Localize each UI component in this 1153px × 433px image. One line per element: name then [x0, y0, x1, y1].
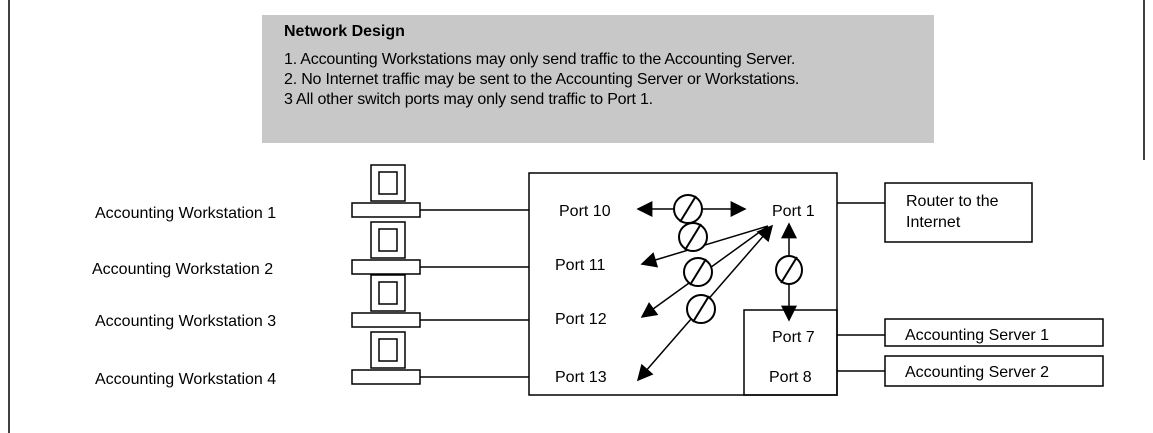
blocked-traffic-icon	[683, 257, 713, 287]
workstation-4-computer-icon	[351, 331, 421, 385]
workstation-cables	[420, 209, 529, 378]
port-8-label: Port 8	[769, 369, 812, 386]
blocked-traffic-icon	[686, 294, 716, 324]
router-label-line1: Router to the	[906, 193, 999, 210]
workstation-label-2: Accounting Workstation 2	[92, 261, 273, 278]
port-7-label: Port 7	[772, 329, 815, 346]
server-2-box	[884, 355, 1104, 387]
workstation-2-computer-icon	[351, 221, 421, 275]
blocked-traffic-icon	[678, 222, 708, 252]
blocked-traffic-icon	[775, 255, 803, 285]
server-1-label: Accounting Server 1	[905, 327, 1049, 344]
router-box	[884, 182, 1033, 243]
design-rule-2: 2. No Internet traffic may be sent to th…	[284, 71, 800, 88]
port-13-label: Port 13	[555, 369, 607, 386]
workstation-label-1: Accounting Workstation 1	[95, 205, 276, 222]
port-11-label: Port 11	[555, 257, 606, 274]
workstation-label-4: Accounting Workstation 4	[95, 371, 276, 388]
server-1-box	[884, 318, 1104, 347]
design-rule-3: 3 All other switch ports may only send t…	[284, 91, 653, 108]
port-12-label: Port 12	[555, 311, 607, 328]
server-2-label: Accounting Server 2	[905, 364, 1049, 381]
workstation-1-computer-icon	[351, 164, 421, 218]
port-10-label: Port 10	[559, 203, 611, 220]
network-design-title: Network Design	[284, 23, 405, 40]
blocked-traffic-icon	[673, 194, 703, 224]
port-1-label: Port 1	[772, 203, 815, 220]
workstation-3-computer-icon	[351, 274, 421, 328]
network-design-note: Network Design 1. Accounting Workstation…	[262, 15, 934, 143]
design-rule-1: 1. Accounting Workstations may only send…	[284, 51, 796, 68]
workstation-label-3: Accounting Workstation 3	[95, 313, 276, 330]
router-label-line2: Internet	[906, 214, 961, 231]
